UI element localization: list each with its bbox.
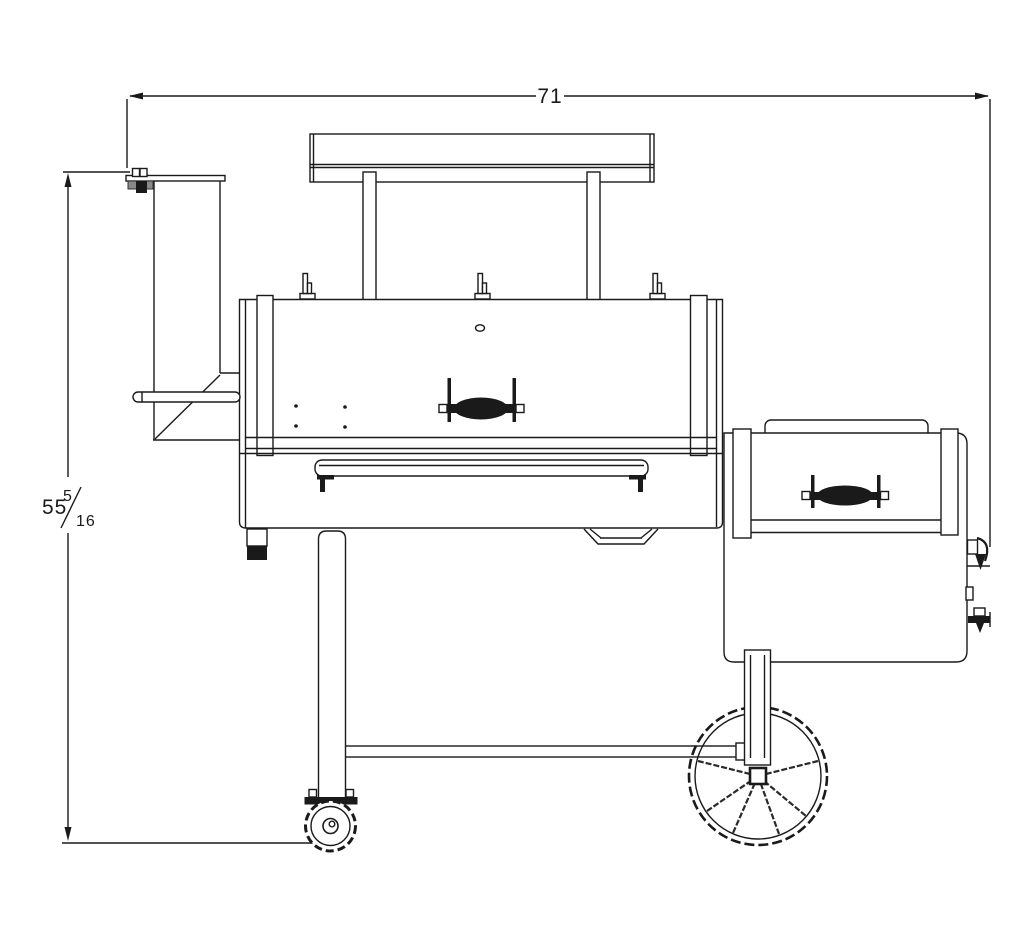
shelf-post-right xyxy=(586,171,601,301)
hinge-step xyxy=(481,282,488,295)
firebox-ring-right xyxy=(940,428,959,536)
bolt-nut xyxy=(973,607,986,617)
shelf-post-left xyxy=(362,171,377,301)
firebox-damper xyxy=(966,536,990,570)
shelf-board xyxy=(309,133,655,183)
caster-mount-plate xyxy=(304,797,358,805)
hinge-base xyxy=(649,292,666,300)
wheel-hub xyxy=(748,766,768,786)
drain-pipe xyxy=(246,528,268,547)
firebox-handle xyxy=(801,475,890,508)
horizontal-dimension: 71 xyxy=(126,85,991,547)
door-rivet xyxy=(294,404,298,408)
height-dimension-denominator: 16 xyxy=(76,513,96,530)
cross-brace-bar xyxy=(344,745,739,758)
side-rod-bar xyxy=(132,391,241,403)
hinge-base xyxy=(299,292,316,300)
cross-brace-end-cap xyxy=(735,742,746,761)
caster-bolt xyxy=(345,788,355,798)
door-ring-left xyxy=(256,294,274,457)
front-shelf-bracket xyxy=(629,475,646,480)
chimney-cap-plate xyxy=(125,174,226,182)
front-shelf-bracket xyxy=(320,479,325,492)
lid-hinge xyxy=(299,272,316,300)
damper-stem xyxy=(136,181,147,193)
right-leg xyxy=(743,649,772,766)
damper-hub xyxy=(966,539,979,555)
fraction-slash xyxy=(60,486,82,529)
firebox-ring-left xyxy=(732,428,752,539)
hinge-step xyxy=(306,282,313,295)
left-leg xyxy=(317,530,347,797)
arrowhead-top xyxy=(64,173,72,187)
handle-bracket xyxy=(447,378,451,422)
under-barrel-bracket xyxy=(583,528,659,545)
door-rivet xyxy=(343,405,347,409)
drain-valve xyxy=(247,546,267,560)
chimney xyxy=(125,167,240,441)
handle-end-cap xyxy=(438,403,448,414)
damper-pointer xyxy=(975,554,986,570)
firebox-body xyxy=(723,432,968,663)
arrowhead-bottom xyxy=(64,827,72,841)
chimney-diagonal xyxy=(154,374,221,440)
height-dimension-whole: 55 xyxy=(42,496,67,519)
front-shelf xyxy=(314,459,649,492)
arrowhead-left xyxy=(129,92,143,100)
cross-brace xyxy=(344,742,746,761)
damper-lever-curve xyxy=(976,536,989,562)
caster-bolt xyxy=(308,788,318,798)
handle-end-cap xyxy=(879,490,890,501)
door-ring-right xyxy=(689,294,708,457)
bracket-outline xyxy=(583,528,659,545)
handle-end-cap xyxy=(515,403,525,414)
left-leg-assembly xyxy=(304,530,358,853)
lid-hinge xyxy=(649,272,666,300)
vent-hole xyxy=(474,324,486,332)
front-shelf-bracket xyxy=(317,475,334,480)
side-rod xyxy=(132,391,241,403)
firebox-side-clip xyxy=(965,586,974,601)
firebox-lower-bolt xyxy=(968,607,991,633)
height-dimension-numerator: 5 xyxy=(63,488,73,505)
wheel-spoke xyxy=(697,759,759,778)
door-handle xyxy=(438,378,525,422)
caster-rim xyxy=(310,805,351,847)
width-dimension-text: 71 xyxy=(537,85,562,108)
lid-hinge xyxy=(474,272,491,300)
front-shelf-bar xyxy=(314,459,649,477)
arrowhead-right xyxy=(975,92,989,100)
hinge-base xyxy=(474,292,491,300)
door-rivet xyxy=(343,425,347,429)
vertical-dimension: 55 5 16 xyxy=(42,171,317,844)
damper-nut xyxy=(131,167,141,178)
caster-wheel xyxy=(304,799,357,853)
wheel-spoke xyxy=(757,759,819,778)
front-shelf-bracket xyxy=(638,479,643,492)
cook-chamber xyxy=(238,272,724,560)
handle-end-cap xyxy=(801,490,811,501)
wagon-wheel xyxy=(687,649,829,847)
hinge-step xyxy=(656,282,663,295)
handle-spring-coil xyxy=(454,397,508,420)
caster-axle-bolt xyxy=(328,820,336,828)
bracket-slant xyxy=(589,528,602,539)
handle-bracket xyxy=(811,475,815,508)
handle-bracket xyxy=(877,475,881,508)
wheel-spoke xyxy=(756,775,781,835)
bracket-slant xyxy=(640,528,653,539)
bolt-tip xyxy=(976,623,984,633)
wheel-spoke xyxy=(731,775,760,834)
handle-bracket xyxy=(512,378,516,422)
bolt-bar xyxy=(968,616,990,623)
handle-spring-coil xyxy=(817,485,873,506)
firebox xyxy=(723,419,991,663)
grease-drain xyxy=(246,528,268,560)
damper-nut xyxy=(139,167,148,178)
warming-shelf xyxy=(309,133,655,301)
door-rivet xyxy=(294,424,298,428)
